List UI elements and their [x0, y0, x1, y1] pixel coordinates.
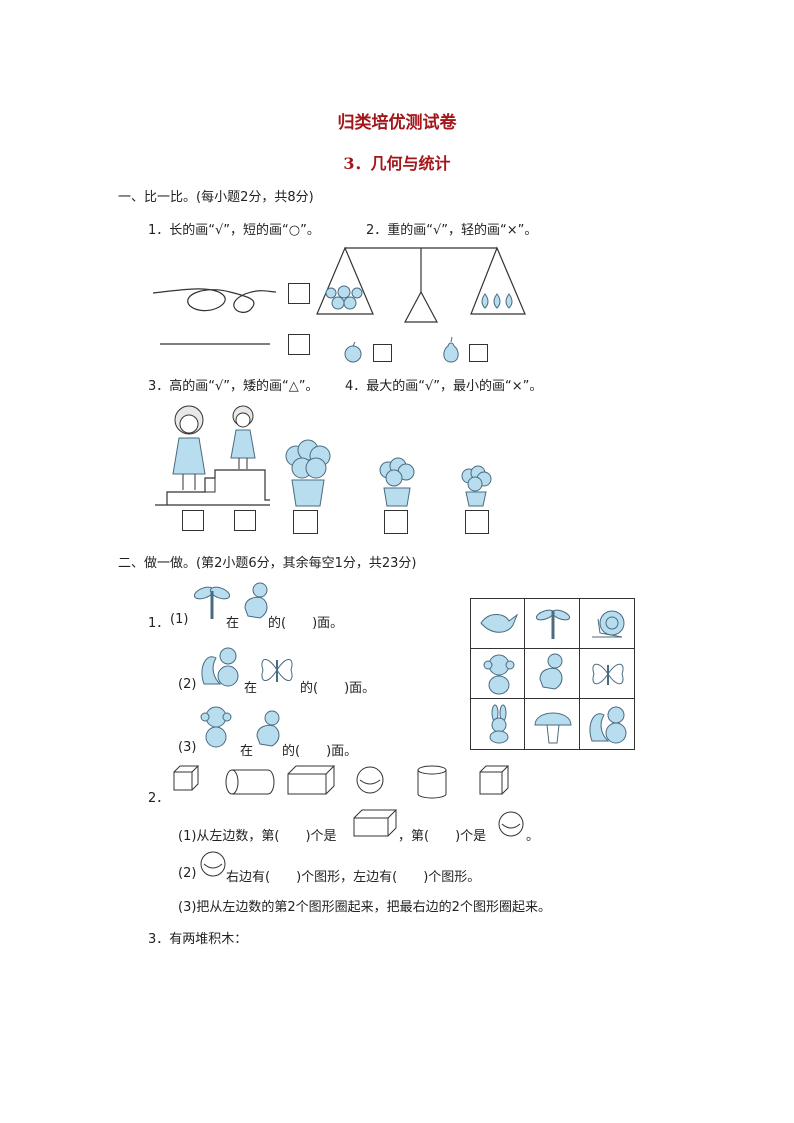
grid-cell	[579, 599, 634, 649]
q1-text: 1．长的画“√”，短的画“○”。	[148, 223, 320, 238]
s2-q2-p1-a[interactable]: (1)从左边数，第( )个是	[178, 829, 337, 844]
grid-cell	[471, 649, 526, 699]
monkey-icon	[200, 706, 232, 748]
answer-box-apple[interactable]	[373, 344, 392, 362]
s2-q1-p3-label: (3)	[178, 740, 197, 755]
answer-box-girl-short[interactable]	[234, 510, 256, 531]
sphere-icon	[356, 766, 384, 794]
s2-q1-p3-end[interactable]: 的( )面。	[282, 744, 358, 759]
s2-q2-p2-a: (2)	[178, 866, 197, 881]
squirrel-icon	[201, 647, 239, 687]
q4-text: 4．最大的画“√”，最小的画“×”。	[345, 379, 543, 394]
duck-icon	[256, 710, 280, 747]
s2-q2-p2-b[interactable]: 右边有( )个图形，左边有( )个图形。	[226, 870, 481, 885]
balance-scale-icon	[316, 246, 526, 323]
grid-cell	[471, 699, 526, 749]
curly-line-icon	[152, 288, 277, 313]
page-title: 归类培优测试卷	[337, 113, 457, 133]
grid-cell	[525, 649, 580, 699]
s2-q2-p1-b[interactable]: ，第( )个是	[398, 829, 487, 844]
bird-icon	[480, 613, 519, 633]
s2-q1-p1-mid: 在	[226, 616, 240, 631]
squirrel-icon	[589, 706, 627, 744]
answer-box-girl-tall[interactable]	[182, 510, 204, 531]
grid-cell	[525, 699, 580, 749]
grid-cell	[471, 599, 526, 649]
s2-q2-p1-c: 。	[526, 829, 540, 844]
answer-box-pot-medium[interactable]	[384, 510, 408, 534]
flower-pot-small-icon	[461, 465, 492, 507]
cylinder-lying-icon	[225, 769, 275, 795]
small-cube-icon	[173, 765, 200, 791]
s2-q1-p1-end[interactable]: 的( )面。	[268, 616, 344, 631]
section2-header: 二、做一做。(第2小题6分，其余每空1分，共23分)	[118, 556, 417, 571]
cube-icon	[479, 765, 510, 795]
answer-box-pear[interactable]	[469, 344, 488, 362]
page-subtitle: 3．几何与统计	[343, 154, 451, 173]
sphere-icon	[200, 851, 226, 877]
straight-line-icon	[160, 343, 270, 345]
s2-q1-p3-mid: 在	[240, 744, 254, 759]
cuboid-icon	[287, 765, 336, 795]
s2-q1-p2-end[interactable]: 的( )面。	[300, 681, 376, 696]
s2-q1-p2-mid: 在	[244, 681, 258, 696]
animal-grid	[470, 598, 635, 750]
s2-q3-text: 3．有两堆积木：	[148, 932, 248, 947]
cuboid-icon	[353, 809, 398, 837]
flower-pot-large-icon	[285, 439, 331, 507]
s2-q2-p3: (3)把从左边数的第2个图形圈起来，把最右边的2个图形圈起来。	[178, 900, 551, 915]
sphere-icon	[498, 811, 524, 837]
rabbit-icon	[489, 704, 509, 744]
section1-header: 一、比一比。(每小题2分，共8分)	[118, 190, 314, 205]
s2-q2-num: 2．	[148, 791, 170, 806]
s2-q1-p1-label: (1)	[170, 612, 189, 627]
answer-box-pot-large[interactable]	[293, 510, 318, 534]
dragonfly-icon	[193, 586, 231, 619]
duck-icon	[539, 653, 563, 690]
girls-on-steps-icon	[155, 405, 270, 506]
pear-icon	[443, 336, 459, 363]
snail-icon	[591, 610, 625, 638]
s2-q1-p2-label: (2)	[178, 677, 197, 692]
answer-box-long[interactable]	[288, 283, 310, 304]
butterfly-icon	[592, 663, 624, 685]
answer-box-pot-small[interactable]	[465, 510, 489, 534]
cylinder-standing-icon	[417, 765, 447, 799]
apple-icon	[344, 341, 362, 363]
butterfly-icon	[261, 659, 293, 682]
monkey-icon	[483, 654, 515, 695]
s2-q1-num: 1．	[148, 616, 170, 631]
duck-icon	[244, 582, 268, 619]
grid-cell	[580, 699, 634, 749]
flower-pot-medium-icon	[379, 457, 415, 507]
grid-cell	[525, 599, 580, 649]
answer-box-short[interactable]	[288, 334, 310, 355]
dragonfly-icon	[536, 609, 571, 639]
q2-text: 2．重的画“√”，轻的画“×”。	[366, 223, 538, 238]
mushroom-icon	[534, 712, 572, 744]
shape-row	[173, 765, 510, 799]
q3-text: 3．高的画“√”，矮的画“△”。	[148, 379, 319, 394]
grid-cell	[579, 649, 634, 699]
